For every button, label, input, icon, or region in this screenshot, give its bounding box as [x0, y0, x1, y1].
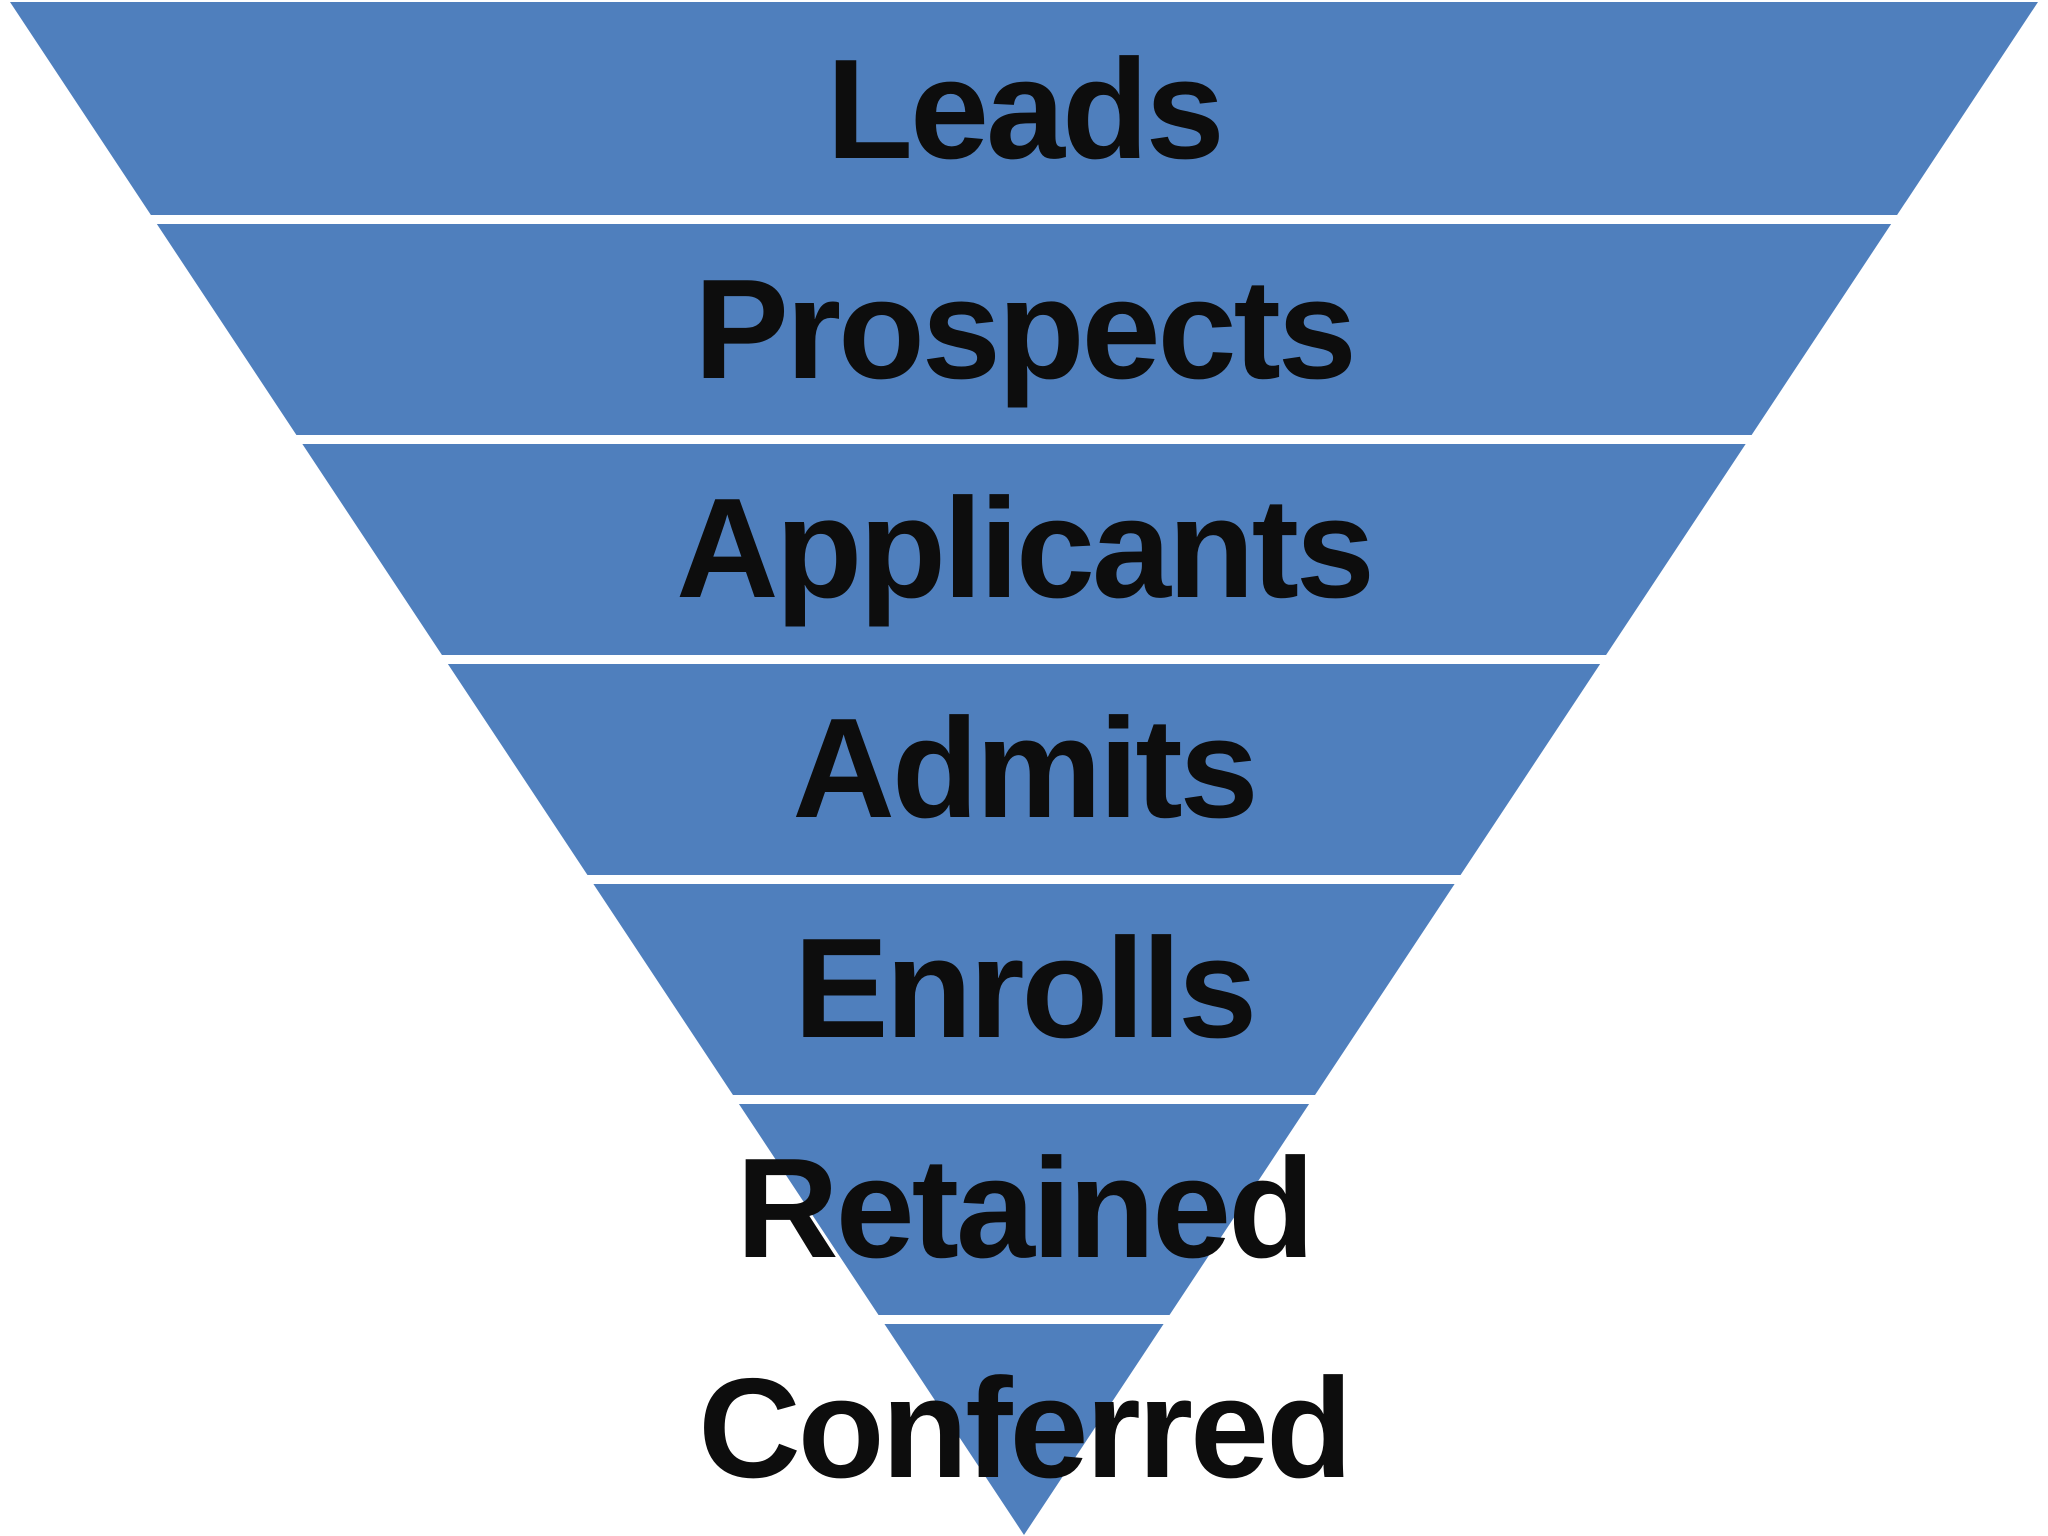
funnel-segment-enrolls: [10, 884, 2038, 1095]
funnel-segment-applicants: [10, 444, 2038, 655]
funnel-segment-admits: [10, 664, 2038, 875]
funnel-segment-prospects: [10, 224, 2038, 435]
funnel-segment-leads: [10, 2, 2038, 215]
funnel-segment-conferred: [10, 1324, 2038, 1535]
funnel-segment-retained: [10, 1104, 2038, 1315]
